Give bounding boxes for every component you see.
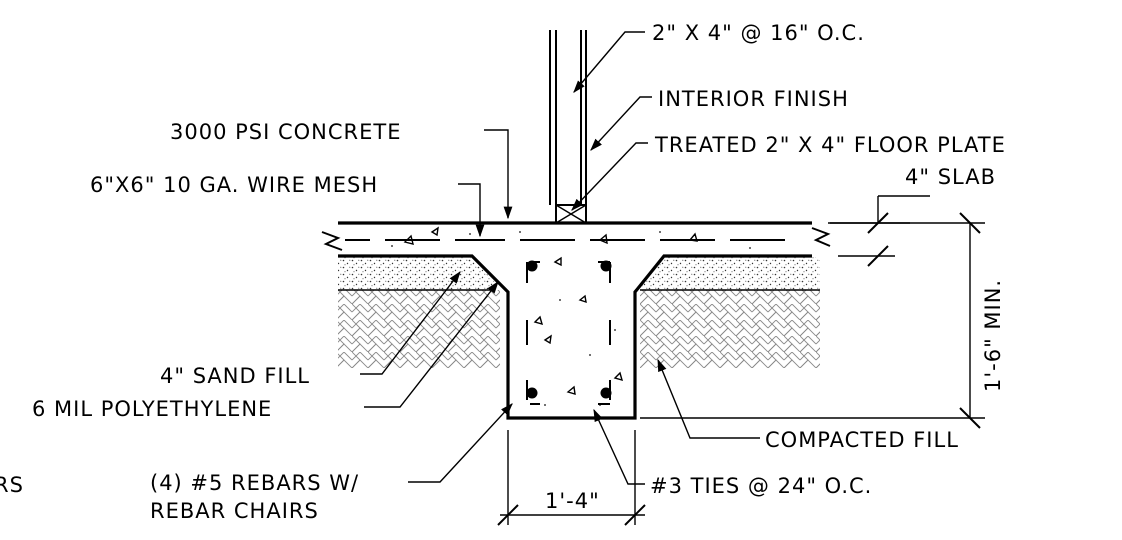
label-ties: #3 TIES @ 24" O.C. (650, 474, 872, 498)
label-compacted-fill: COMPACTED FILL (765, 428, 959, 452)
leader-lines (360, 31, 760, 485)
label-concrete: 3000 PSI CONCRETE (170, 120, 402, 144)
rebar-top-right (600, 260, 612, 272)
sand-fill-layer (338, 257, 820, 290)
rebar-bottom-right (600, 387, 612, 399)
label-stud: 2" X 4" @ 16" O.C. (652, 21, 865, 45)
label-footing-width: 1'-4" (545, 489, 600, 513)
label-rebars-line1: (4) #5 REBARS W/ (150, 471, 359, 495)
label-footing-depth: 1'-6" MIN. (981, 279, 1005, 392)
label-wire-mesh: 6"X6" 10 GA. WIRE MESH (90, 173, 378, 197)
rebar-bottom-left (526, 387, 538, 399)
label-floor-plate: TREATED 2" X 4" FLOOR PLATE (654, 133, 1006, 157)
width-dimension (497, 430, 646, 526)
label-cropped-left: RS (0, 473, 24, 497)
label-interior-finish: INTERIOR FINISH (658, 87, 849, 111)
annotation-labels: 2" X 4" @ 16" O.C. INTERIOR FINISH 3000 … (0, 21, 1006, 523)
stud-wall (549, 30, 587, 224)
label-slab: 4" SLAB (905, 165, 996, 189)
slab-dimension (828, 195, 930, 267)
label-sand-fill: 4" SAND FILL (160, 364, 310, 388)
ties-and-rebar (526, 260, 612, 405)
label-rebars-line2: REBAR CHAIRS (150, 499, 319, 523)
depth-dimension (640, 212, 985, 429)
rebar-top-left (526, 260, 538, 272)
compacted-fill-hatch (338, 289, 820, 368)
label-polyethylene: 6 MIL POLYETHYLENE (32, 397, 272, 421)
